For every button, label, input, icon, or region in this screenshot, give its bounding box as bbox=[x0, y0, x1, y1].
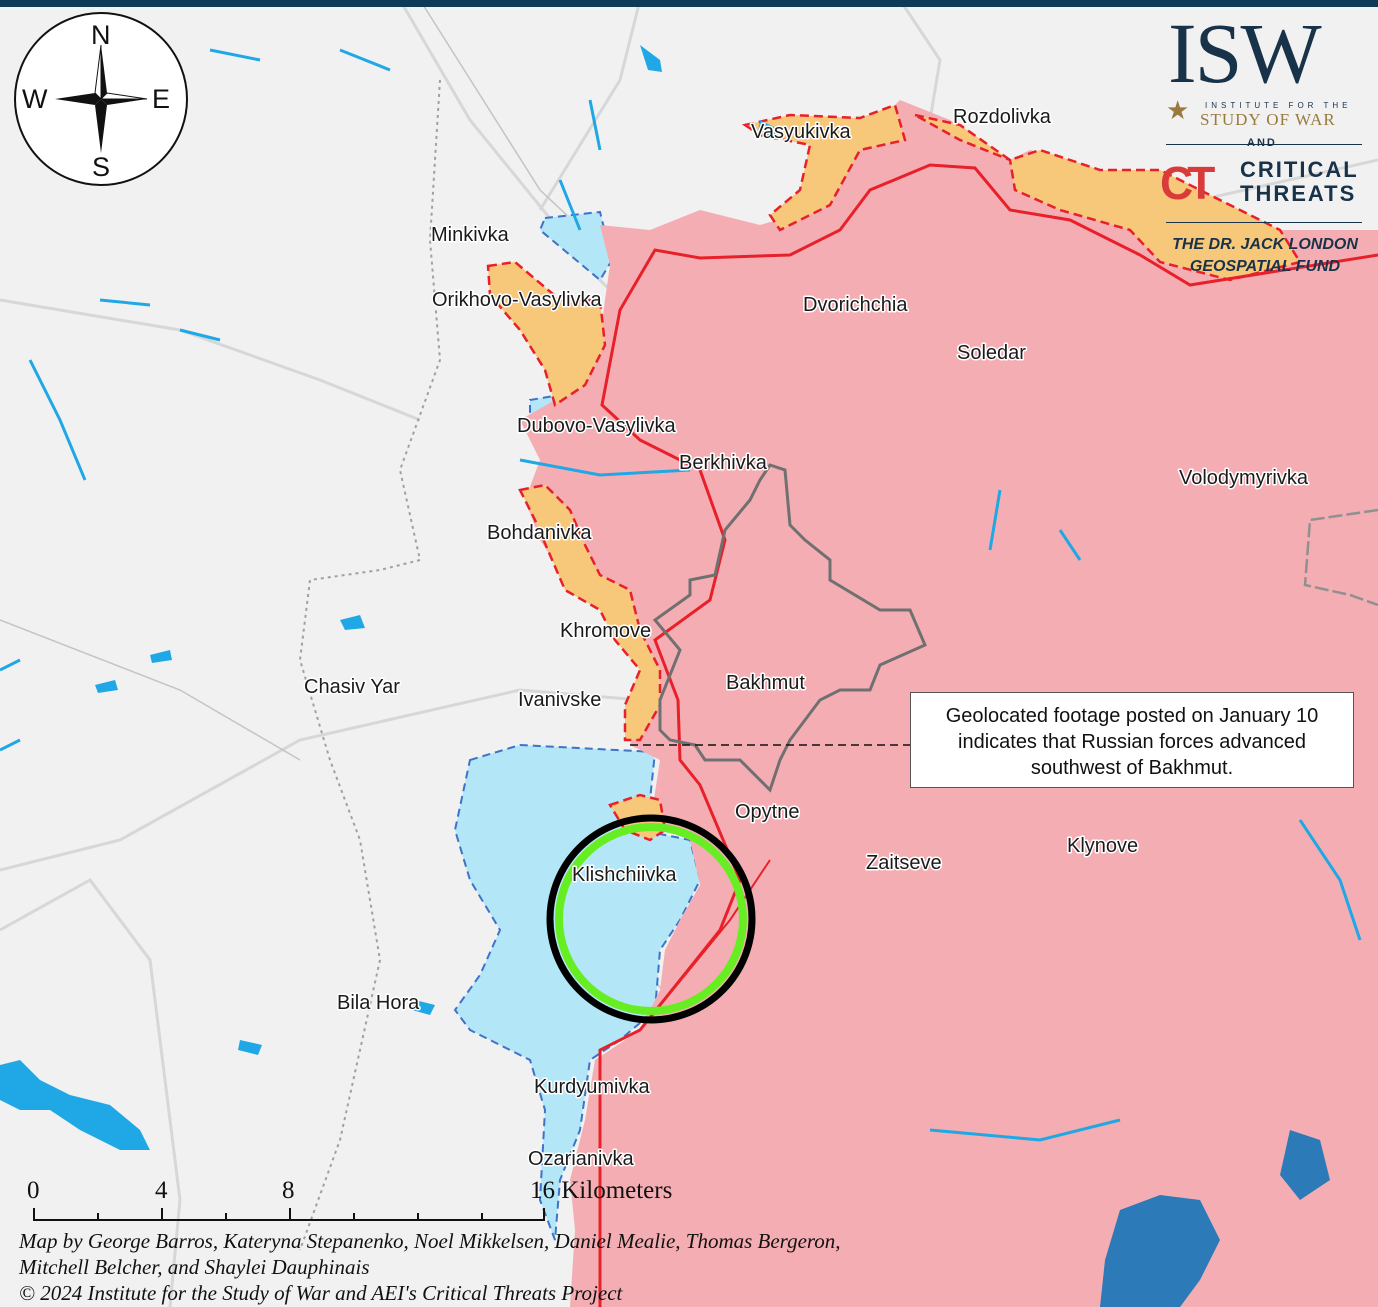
highlight-ring-inner bbox=[555, 823, 747, 1015]
label-minkivka: Minkivka bbox=[431, 224, 510, 246]
rivers bbox=[0, 48, 1362, 1142]
eastern-boundary bbox=[1303, 508, 1378, 607]
credits-line-2: Mitchell Belcher, and Shaylei Dauphinais bbox=[19, 1255, 370, 1279]
compass-rose: N S W E bbox=[14, 12, 188, 186]
callout-line-2: indicates that Russian forces advanced bbox=[958, 731, 1306, 753]
map-credits: Map by George Barros, Kateryna Stepanenk… bbox=[19, 1228, 841, 1306]
fund-line-2: GEOSPATIAL FUND bbox=[1189, 258, 1341, 275]
isw-subtitle-top: INSTITUTE FOR THE bbox=[1205, 101, 1352, 110]
ct-logo-mark: CT bbox=[1160, 157, 1215, 209]
label-opytne: Opytne bbox=[735, 801, 799, 823]
compass-south: S bbox=[92, 152, 110, 182]
callout-line-3: southwest of Bakhmut. bbox=[1030, 757, 1234, 779]
fund-line-1: THE DR. JACK LONDON bbox=[1172, 236, 1358, 253]
logo-divider-2 bbox=[1166, 222, 1362, 223]
label-bila-hora: Bila Hora bbox=[337, 992, 420, 1014]
callout-box: Geolocated footage posted on January 10 … bbox=[910, 692, 1354, 788]
ct-threats: THREATS bbox=[1240, 181, 1357, 206]
label-bakhmut: Bakhmut bbox=[726, 672, 805, 694]
fund-text: THE DR. JACK LONDON GEOSPATIAL FUND bbox=[1160, 234, 1370, 278]
water-features bbox=[0, 45, 1330, 1307]
isw-star-icon: ★ bbox=[1166, 96, 1190, 126]
scale-label-8: 8 bbox=[282, 1177, 295, 1204]
scale-bar bbox=[33, 1208, 545, 1221]
label-volodymyrivka: Volodymyrivka bbox=[1179, 467, 1309, 489]
ukrainian-counteroffensive-area-north bbox=[538, 210, 614, 282]
logo-and: AND bbox=[1247, 137, 1277, 149]
label-chasiv-yar: Chasiv Yar bbox=[304, 676, 400, 698]
credits-line-3: © 2024 Institute for the Study of War an… bbox=[19, 1281, 623, 1305]
callout-line-1: Geolocated footage posted on January 10 bbox=[945, 705, 1319, 727]
front-line-south-arc bbox=[639, 859, 771, 1031]
logo-divider bbox=[1166, 144, 1362, 145]
label-soledar: Soledar bbox=[957, 342, 1026, 364]
scale-label-4: 4 bbox=[155, 1177, 168, 1204]
highlight-ring-outer bbox=[546, 814, 756, 1024]
isw-subtitle-bottom: STUDY OF WAR bbox=[1200, 110, 1336, 129]
ct-critical: CRITICAL bbox=[1240, 157, 1359, 182]
scale-label-16: 16 Kilometers bbox=[530, 1177, 673, 1204]
compass-north: N bbox=[91, 20, 111, 50]
border-dotted bbox=[298, 79, 442, 1251]
label-vasyukivka: Vasyukivka bbox=[751, 121, 852, 143]
isw-logo-text: ISW bbox=[1168, 5, 1322, 101]
label-dubovo-vasylivka: Dubovo-Vasylivka bbox=[517, 415, 676, 437]
label-zaitseve: Zaitseve bbox=[866, 852, 942, 874]
label-klynove: Klynove bbox=[1067, 835, 1138, 857]
label-kurdyumivka: Kurdyumivka bbox=[534, 1076, 650, 1098]
label-bohdanivka: Bohdanivka bbox=[487, 522, 592, 544]
bakhmut-city-outline bbox=[652, 463, 927, 793]
label-berkhivka: Berkhivka bbox=[679, 452, 768, 474]
label-khromove: Khromove bbox=[560, 620, 651, 642]
label-orikhovo-vasylivka: Orikhovo-Vasylivka bbox=[432, 289, 603, 311]
top-bar bbox=[0, 0, 1378, 7]
place-labels: Rozdolivka Vasyukivka Minkivka Orikhovo-… bbox=[303, 105, 1311, 1172]
label-ozarianivka: Ozarianivka bbox=[528, 1148, 634, 1170]
compass-east: E bbox=[152, 84, 170, 114]
scale-label-0: 0 bbox=[27, 1177, 40, 1204]
label-ivanivske: Ivanivske bbox=[518, 689, 601, 711]
credits-line-1: Map by George Barros, Kateryna Stepanenk… bbox=[19, 1229, 841, 1253]
compass-west: W bbox=[22, 84, 48, 114]
label-klishchiivka: Klishchiivka bbox=[572, 864, 677, 886]
label-dvorichchia: Dvorichchia bbox=[803, 294, 908, 316]
label-rozdolivka: Rozdolivka bbox=[953, 106, 1052, 128]
